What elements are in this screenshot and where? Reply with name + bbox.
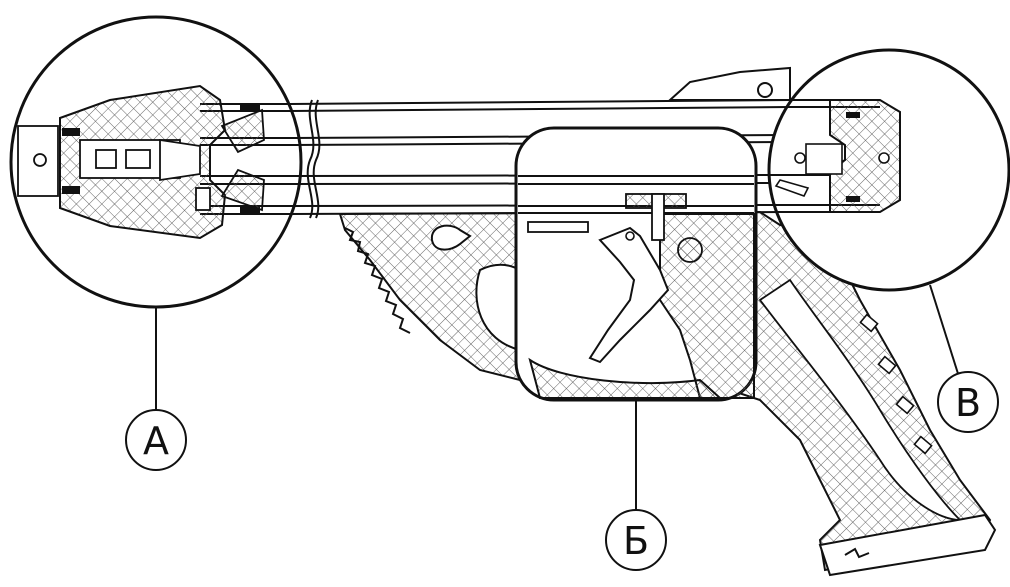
detail-circle-a [9,15,303,309]
callout-a-label: A [143,419,169,463]
detail-box-b [514,126,758,402]
butt-plate-detail [844,547,870,559]
leader-c [929,284,961,381]
sling-catch [430,224,472,251]
butt-plate [818,513,997,577]
callout-b-label: Б [623,519,649,563]
detail-circle-c [767,48,1010,292]
trigger [588,226,670,364]
grip-notches [859,313,933,455]
callout-c-circle [937,371,999,433]
sight-pin [757,82,773,98]
rear-sight [667,66,791,101]
callout-b-circle [605,509,667,571]
gun-body [289,66,997,577]
forend-serrations [344,227,411,334]
callout-a-circle [125,409,187,471]
callout-c-label: B [955,381,981,425]
